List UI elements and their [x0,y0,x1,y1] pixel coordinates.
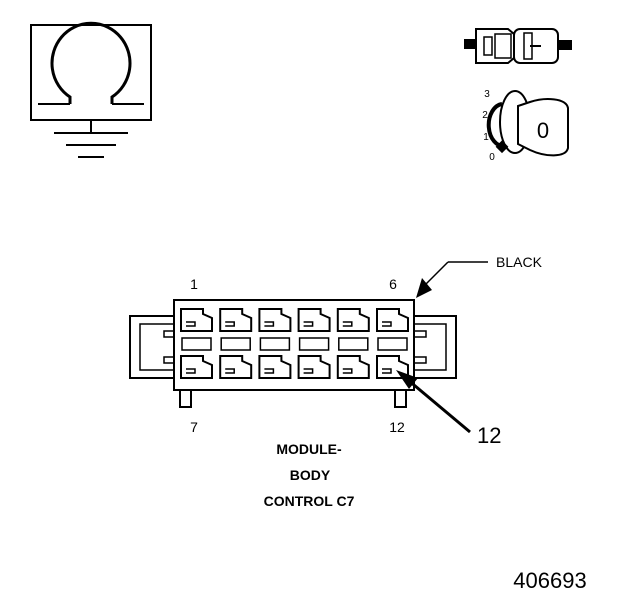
latch-tab-3 [259,337,291,351]
key-position-3: 3 [484,89,490,100]
cavity-detail-10 [303,368,314,374]
latch-tab-1 [181,337,212,351]
latch-tab-4 [298,337,330,351]
pin-label-1: 1 [190,276,198,292]
cavity-detail-8 [225,368,235,374]
connector-name-line-1: MODULE- [276,441,342,457]
connector-name-line-2: BODY [290,467,331,483]
connector-body [173,299,415,391]
cavity-detail-4 [303,321,314,327]
pin-label-7: 7 [190,419,198,435]
callout-label: 12 [477,423,501,448]
cavity-detail-7 [186,368,196,374]
latch-tab-2 [220,337,251,351]
connector-c7 [129,299,457,408]
callout-arrow [396,370,471,434]
ignition-key-icon: 0 3 2 1 0 [482,89,569,163]
color-leader [416,261,488,298]
ground-omega-icon [30,21,152,158]
cavity-detail-3 [264,321,275,327]
key-position-0: 0 [489,152,495,163]
plug-connector-icon [464,28,572,64]
latch-tab-6 [377,337,408,351]
latch-tab-5 [338,337,369,351]
cavity-detail-5 [342,321,353,327]
connector-name-line-3: CONTROL C7 [264,493,355,509]
connector-color-label: BLACK [496,254,543,270]
key-position-1: 1 [483,132,489,143]
cavity-detail-6 [382,321,392,327]
key-position-2: 2 [482,110,488,121]
key-mark-label: 0 [537,118,549,143]
cavity-detail-1 [186,321,196,327]
cavity-detail-9 [264,368,275,374]
pin-label-12: 12 [389,419,405,435]
figure-number: 406693 [513,568,586,593]
cavity-detail-11 [342,368,353,374]
connector-cavities [180,308,409,379]
cavity-detail-12 [382,368,392,374]
pin-label-6: 6 [389,276,397,292]
cavity-detail-2 [225,321,235,327]
